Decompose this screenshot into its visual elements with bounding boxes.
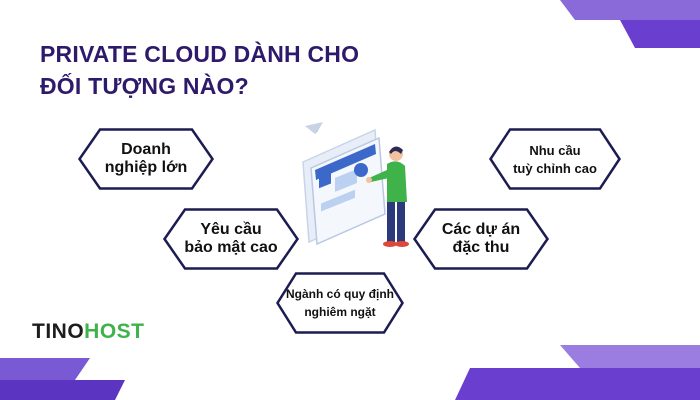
badge-line2: nghiệp lớn xyxy=(104,159,188,176)
badge-line1: Các dự án xyxy=(441,221,521,238)
hexagon-outline-icon xyxy=(162,208,300,270)
badge-high-security: Yêu cầu bảo mật cao xyxy=(162,208,300,270)
badge-large-enterprise: Doanh nghiệp lớn xyxy=(77,128,215,190)
badge-line2: tuỳ chỉnh cao xyxy=(513,160,597,176)
person-dashboard-illustration xyxy=(302,122,409,247)
badge-line1: Doanh xyxy=(121,141,171,158)
hexagon-outline-icon xyxy=(77,128,215,190)
badge-line1: Ngành có quy định xyxy=(286,287,394,301)
page-title: PRIVATE CLOUD DÀNH CHO ĐỐI TƯỢNG NÀO? xyxy=(40,38,359,102)
logo-text-host: HOST xyxy=(84,320,145,343)
hexagon-outline-icon xyxy=(276,272,404,334)
hexagon-outline-icon xyxy=(489,128,621,190)
tinohost-logo: TINO HOST xyxy=(32,320,145,344)
logo-text-tino: TINO xyxy=(32,320,85,343)
badge-line1: Yêu cầu xyxy=(200,221,262,238)
hexagon-outline-icon xyxy=(412,208,550,270)
badge-line2: bảo mật cao xyxy=(184,239,278,256)
badge-line2: nghiêm ngặt xyxy=(304,305,376,319)
badge-line2: đặc thu xyxy=(452,239,510,256)
badge-line1: Nhu cầu xyxy=(529,142,581,158)
badge-regulated-industry: Ngành có quy định nghiêm ngặt xyxy=(276,272,404,334)
page-title-line1: PRIVATE CLOUD DÀNH CHO xyxy=(40,41,360,67)
badge-special-projects: Các dự án đặc thu xyxy=(412,208,550,270)
page-title-line2: ĐỐI TƯỢNG NÀO? xyxy=(40,73,249,99)
badge-high-customization: Nhu cầu tuỳ chỉnh cao xyxy=(489,128,621,190)
